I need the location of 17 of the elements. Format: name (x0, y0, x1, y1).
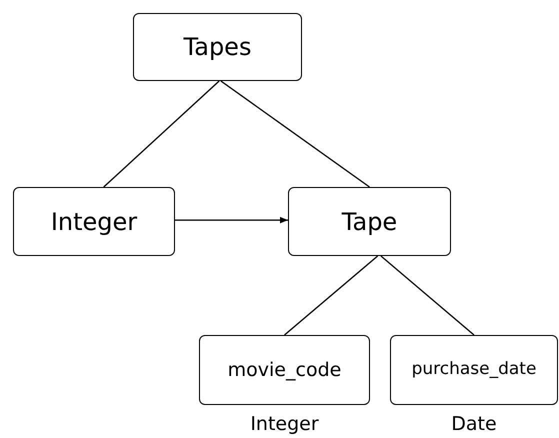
connector-line (380, 256, 474, 336)
entity-box (13, 187, 175, 256)
node-label: purchase_date (412, 358, 536, 382)
node-label: Tape (342, 206, 398, 238)
node-label: Integer (50, 206, 138, 238)
arrow (175, 216, 288, 224)
entity-box (390, 335, 558, 405)
connector-line (284, 256, 378, 336)
entity-box (133, 13, 302, 81)
entity-box (288, 187, 451, 256)
connector-line (220, 80, 370, 188)
type-label: Integer (249, 415, 320, 434)
node-label: Tapes (184, 32, 252, 63)
node-label: movie_code (228, 358, 342, 383)
type-label: Date (450, 415, 498, 434)
connector-line (103, 80, 220, 188)
entity-box (199, 335, 370, 405)
